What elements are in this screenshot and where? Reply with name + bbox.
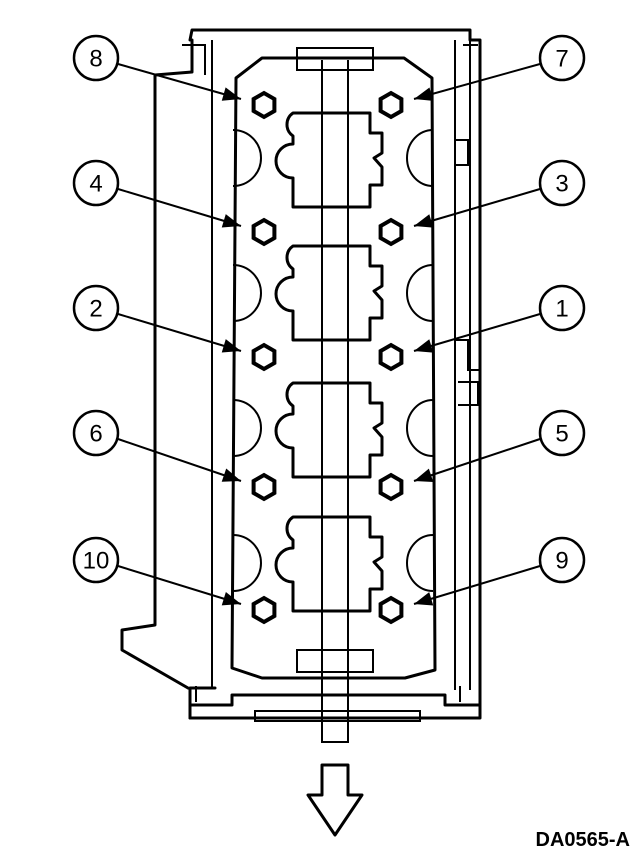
leader-line — [117, 565, 242, 605]
hex-bolt-icon — [378, 217, 404, 247]
down-arrow-icon — [306, 763, 364, 837]
bolt-1: 1 — [378, 284, 586, 372]
hex-bolt-icon — [251, 90, 277, 120]
leader-arrowhead — [221, 591, 241, 606]
callout-circle — [72, 34, 120, 82]
leader-line — [117, 63, 242, 100]
callout-circle — [538, 409, 586, 457]
leader-line — [413, 565, 541, 605]
hex-bolt-icon — [378, 342, 404, 372]
bolt-sequence-label: 5 — [555, 421, 568, 448]
callout-circle — [72, 159, 120, 207]
leader-arrowhead — [414, 592, 434, 606]
bolt-sequence-label: 8 — [89, 46, 102, 73]
bolt-sequence-label: 1 — [555, 296, 568, 323]
hex-bolt-icon — [378, 595, 404, 625]
leader-line — [413, 438, 541, 482]
hex-bolt-icon — [251, 342, 277, 372]
bolt-7: 7 — [378, 34, 586, 120]
leader-line — [413, 63, 541, 100]
leader-arrowhead — [414, 87, 434, 101]
callout-circle — [72, 536, 120, 584]
bolt-3: 3 — [378, 159, 586, 247]
callout-circle — [538, 284, 586, 332]
leader-line — [117, 313, 242, 352]
cylinder-head-outline — [120, 28, 482, 743]
bolt-2: 2 — [72, 284, 277, 372]
hex-bolt-icon — [251, 595, 277, 625]
callout-circle — [538, 536, 586, 584]
leader-arrowhead — [221, 339, 241, 353]
bolt-sequence-label: 10 — [83, 548, 110, 575]
bolt-10: 10 — [72, 536, 277, 625]
bolt-8: 8 — [72, 34, 277, 120]
bolt-sequence-label: 4 — [89, 171, 102, 198]
callout-circle — [72, 409, 120, 457]
leader-arrowhead — [221, 87, 241, 101]
leader-arrowhead — [221, 468, 241, 482]
hex-bolt-icon — [378, 472, 404, 502]
hex-bolt-icon — [378, 90, 404, 120]
bolt-sequence-label: 9 — [555, 548, 568, 575]
bolt-5: 5 — [378, 409, 586, 502]
leader-arrowhead — [414, 214, 434, 228]
bolt-sequence-label: 7 — [555, 46, 568, 73]
callout-circle — [538, 34, 586, 82]
bolt-sequence-label: 3 — [555, 171, 568, 198]
leader-line — [117, 438, 242, 482]
leader-line — [413, 313, 541, 352]
bolt-4: 4 — [72, 159, 277, 247]
hex-bolt-icon — [251, 217, 277, 247]
bearing-caps — [274, 111, 384, 613]
bolt-sequence-label: 2 — [89, 296, 102, 323]
callout-circle — [538, 159, 586, 207]
leader-arrowhead — [221, 214, 241, 228]
bolt-layer: 8 7 4 3 2 1 6 5 10 9 — [72, 34, 586, 625]
callout-circle — [72, 284, 120, 332]
hex-bolt-icon — [251, 472, 277, 502]
leader-arrowhead — [414, 339, 434, 353]
leader-line — [117, 188, 242, 227]
bolt-sequence-label: 6 — [89, 421, 102, 448]
figure-reference-code: DA0565-A — [536, 829, 630, 851]
leader-line — [413, 188, 541, 227]
leader-arrowhead — [414, 468, 434, 482]
bolt-9: 9 — [378, 536, 586, 625]
bolt-6: 6 — [72, 409, 277, 502]
